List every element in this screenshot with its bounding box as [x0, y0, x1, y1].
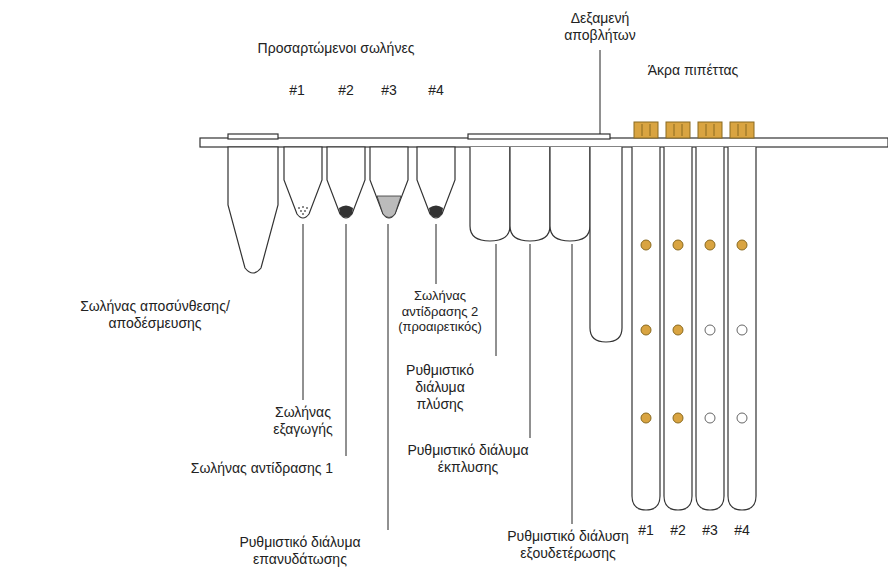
- callout-number: #1: [631, 522, 661, 539]
- reaction-tube: [417, 147, 455, 218]
- part-label: Ρυθμιστικό διάλυμα έκπλυσης: [393, 442, 543, 476]
- reservoir-seal: [468, 134, 610, 139]
- rehydration-tube: [370, 147, 408, 218]
- part-label: Σωλήνας αντίδρασης 1: [177, 460, 347, 477]
- part-label: Σωλήνας αποσύνθεσης/αποδέσμευσης: [55, 298, 255, 332]
- part-label: Ρυθμιστικό διάλυση εξουδετέρωσης: [493, 528, 643, 562]
- tip-column: [632, 147, 660, 510]
- pellet-dots: [298, 206, 308, 215]
- buffer-well: [550, 147, 590, 241]
- part-label: Σωλήνας αντίδρασης 2 (προαιρετικός): [393, 288, 487, 335]
- part-label: Δεξαμενή αποβλήτων: [550, 10, 650, 44]
- callout-number: #2: [663, 522, 693, 539]
- waste-reservoir: [590, 147, 622, 342]
- part-label: Ρυθμιστικό διάλυμα επανυδάτωσης: [225, 534, 375, 568]
- lysis-tube-cap: [228, 134, 278, 139]
- group-label: Προσαρτώμενοι σωλήνες: [216, 40, 456, 57]
- reagent-pellet: [339, 206, 353, 218]
- leader-lines: [303, 50, 600, 530]
- pipette-tip-caps: [634, 122, 754, 138]
- tip-column: [696, 147, 724, 510]
- extraction-tube: [284, 147, 322, 218]
- buffer-well: [470, 147, 510, 241]
- callout-number: #4: [421, 82, 451, 99]
- tip-column: [728, 147, 756, 510]
- group-label: Άκρα πιπέττας: [613, 62, 773, 79]
- tip-column: [664, 147, 692, 510]
- cap-ribs: [642, 124, 746, 136]
- reaction-tube: [327, 147, 365, 218]
- part-label: Ρυθμιστικό διάλυμα πλύσης: [396, 362, 484, 412]
- callout-number: #2: [331, 82, 361, 99]
- callout-number: #3: [695, 522, 725, 539]
- callout-number: #1: [282, 82, 312, 99]
- callout-number: #4: [727, 522, 757, 539]
- rehydration-liquid: [377, 196, 401, 218]
- reagent-pellet: [429, 206, 443, 218]
- tip-dots: [641, 240, 747, 423]
- part-label: Σωλήνας εξαγωγής: [263, 404, 343, 438]
- callout-number: #3: [374, 82, 404, 99]
- lysis-tube: [228, 147, 278, 273]
- buffer-well: [510, 147, 550, 241]
